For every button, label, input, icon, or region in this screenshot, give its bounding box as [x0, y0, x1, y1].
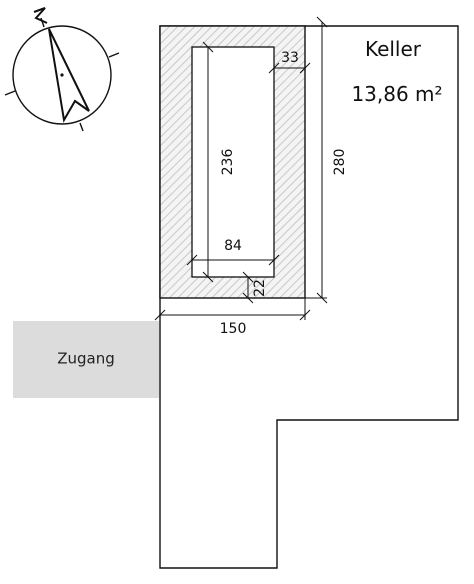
dim-side-offset: 33: [281, 50, 299, 66]
dim-inner-length: 236: [220, 149, 236, 176]
dim-tick: [316, 16, 328, 28]
dim-tick: [268, 62, 280, 74]
access-area: Zugang: [13, 321, 159, 398]
dim-tick: [299, 62, 311, 74]
dim-tick: [316, 292, 328, 304]
dim-tick: [202, 41, 214, 53]
compass-needle: [48, 28, 90, 123]
north-arrow-icon: [4, 7, 120, 132]
dim-tick: [202, 271, 214, 283]
dim-tick: [242, 271, 254, 283]
dim-tick: [299, 309, 311, 321]
building-outline: [159, 25, 459, 569]
room-area: 13,86 m²: [351, 82, 442, 106]
compass-center: [60, 73, 64, 77]
dim-outer-width: 150: [220, 321, 247, 337]
cellar-block: [159, 25, 306, 299]
dim-tick: [268, 254, 280, 266]
access-rect: [13, 321, 159, 398]
compass-tick: [108, 52, 120, 58]
compass-tick: [79, 122, 84, 132]
dim-tick: [186, 254, 198, 266]
dimension-lines: [154, 16, 328, 321]
cellar-inner-opening: [191, 46, 275, 278]
access-label: Zugang: [57, 350, 115, 368]
dim-tick: [242, 292, 254, 304]
dim-bottom-offset: 22: [252, 279, 268, 297]
dim-tick: [154, 309, 166, 321]
north-letter-icon: [33, 7, 48, 24]
room-name: Keller: [365, 37, 422, 61]
compass-circle: [12, 25, 112, 125]
dim-inner-width: 84: [224, 238, 242, 254]
cellar-outer-edge: [159, 25, 306, 299]
compass-tick: [4, 90, 16, 96]
dim-outer-length: 280: [332, 149, 348, 176]
cellar-hatch: [160, 26, 305, 298]
